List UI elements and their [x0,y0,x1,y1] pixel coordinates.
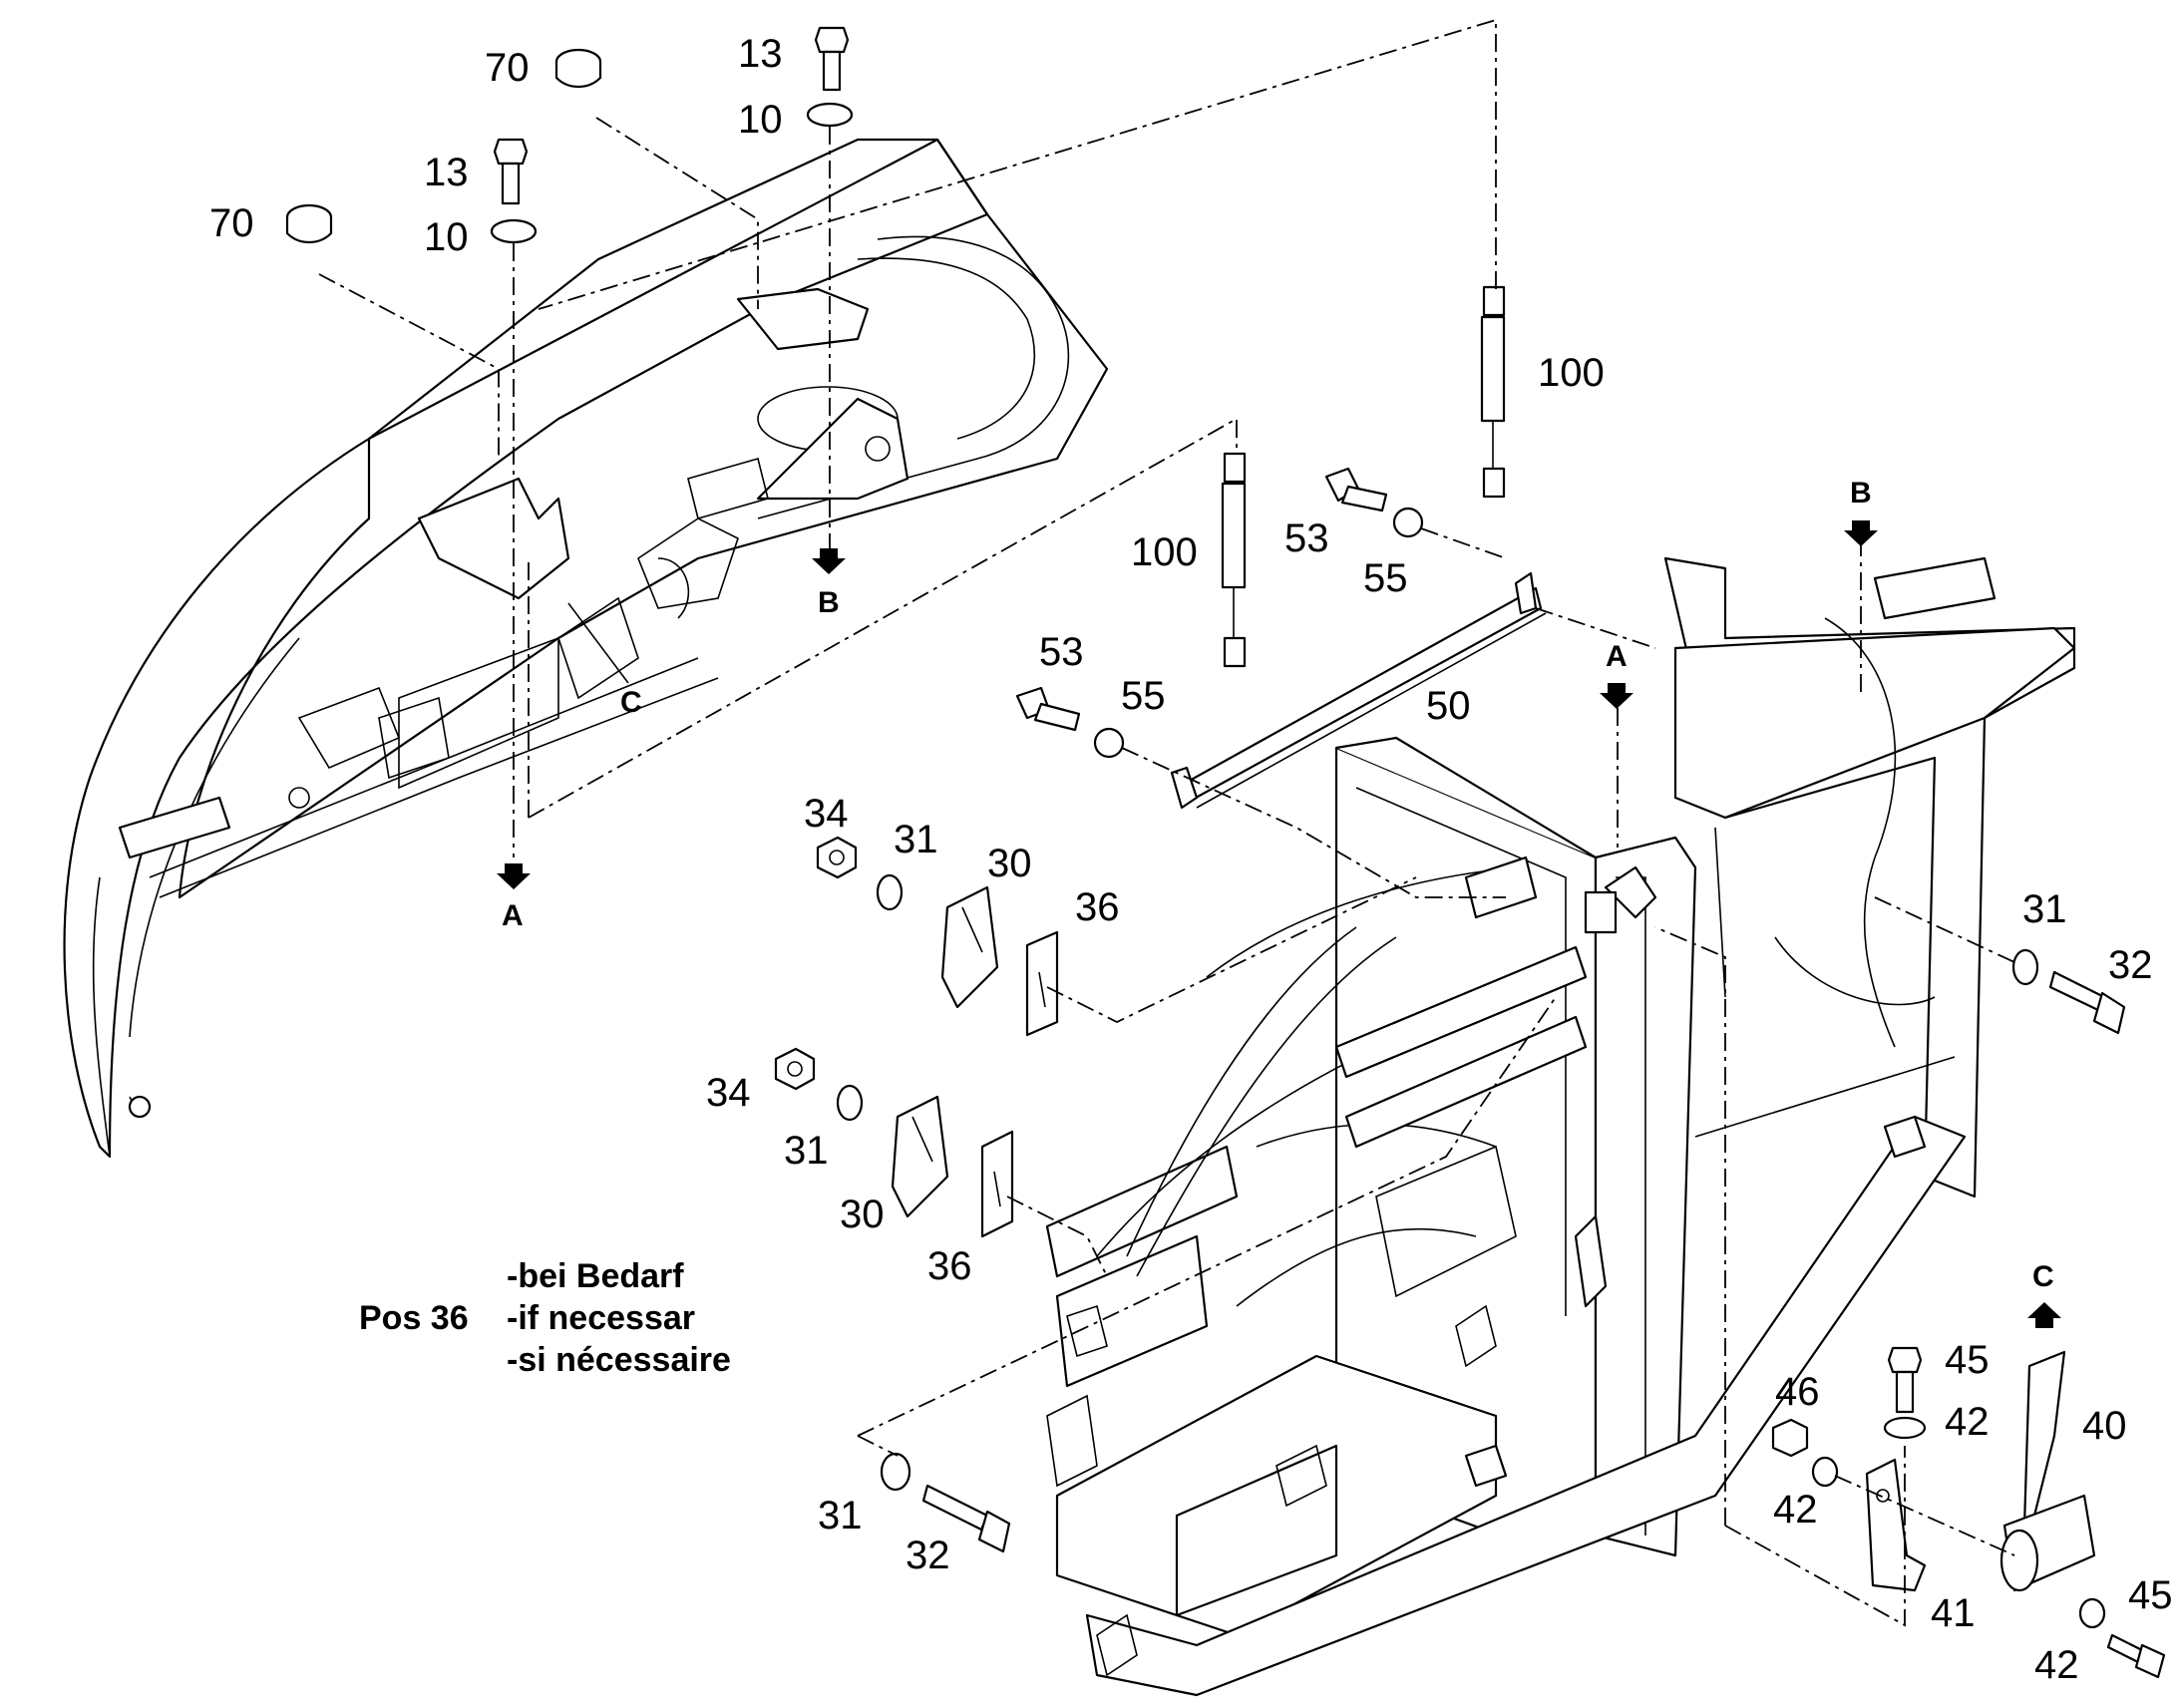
callout-41: 41 [1931,1591,1976,1635]
gas-spring-100-right [1480,285,1506,499]
block-30-lower [891,1095,949,1218]
callout-10-top: 10 [738,98,783,142]
hood-assembly [63,138,1109,1159]
bolt-45-lower [2106,1633,2166,1679]
callout-30-lower: 30 [840,1193,885,1236]
note-line-fr: -si nécessaire [507,1341,731,1379]
washer-42-mid [1811,1456,1839,1488]
callout-31-upper: 31 [894,818,938,861]
washer-31-upper [876,873,904,911]
ref-b-left: B [818,586,840,619]
note-pos-label: Pos 36 [359,1299,469,1337]
callout-31-lower: 31 [784,1129,829,1173]
reference-arrows [497,520,2061,1328]
note-line-en: -if necessar [507,1299,695,1337]
callout-100-right: 100 [1538,351,1605,395]
bracket-41 [1865,1458,1927,1592]
callout-50: 50 [1426,684,1471,728]
assembly-lines [318,18,2015,1627]
bumper-70-left [285,203,333,244]
callout-40: 40 [2082,1404,2127,1448]
callout-45-lower: 45 [2128,1573,2173,1617]
callout-10-mid: 10 [424,215,469,259]
washer-10-mid [490,218,538,244]
callout-53-right: 53 [1284,516,1329,560]
nut-34-lower [774,1047,816,1091]
callout-13-mid: 13 [424,151,469,194]
bolt-53-right [1324,467,1388,512]
callout-32-bottom: 32 [906,1534,950,1577]
ref-b-frame: B [1850,477,1872,510]
ref-c-left: C [620,686,642,719]
nut-34-upper [816,836,858,879]
ref-a-frame: A [1606,640,1628,673]
nut-46 [1771,1418,1809,1458]
block-30-upper [940,885,999,1009]
callout-55-right: 55 [1363,556,1408,600]
callout-32-right: 32 [2108,943,2153,987]
washer-55-right [1392,507,1424,538]
ref-a-left: A [502,899,524,932]
plate-36-lower [980,1130,1014,1238]
washer-31-lower [836,1084,864,1122]
bolt-45-upper [1887,1346,1923,1414]
washer-42-upper [1883,1416,1927,1440]
callout-36-upper: 36 [1075,885,1120,929]
pos36-note: Pos 36 -bei Bedarf -if necessar -si néce… [359,1254,778,1384]
callout-36-lower: 36 [927,1244,972,1288]
callout-70-top: 70 [485,46,530,90]
screw-32-bottom [921,1484,1011,1553]
callout-45-upper: 45 [1945,1338,1990,1382]
washer-55-left [1093,727,1125,759]
bolt-13-top [814,26,850,92]
callout-53-left: 53 [1039,630,1084,674]
callout-13-top: 13 [738,32,783,76]
strut-50 [1170,571,1547,810]
callout-42-lower: 42 [2034,1643,2079,1687]
washer-10-top [806,102,854,128]
bolt-13-mid [493,138,529,205]
callout-42-upper: 42 [1945,1400,1990,1444]
callout-34-lower: 34 [706,1071,751,1115]
bolt-53-left [1015,686,1081,732]
gas-spring-100-left [1221,452,1247,668]
callout-31-right: 31 [2022,887,2067,931]
callout-42-mid: 42 [1773,1488,1818,1532]
washer-31-bottom [880,1452,911,1492]
callout-100-left: 100 [1131,530,1198,574]
ref-c-bottom: C [2032,1260,2054,1293]
lever-40 [1999,1350,2096,1592]
callout-55-left: 55 [1121,674,1166,718]
bumper-70-top [554,48,602,89]
callout-46: 46 [1775,1370,1820,1414]
callout-34-upper: 34 [804,792,849,836]
plate-36-upper [1025,930,1059,1037]
washer-31-right [2011,948,2039,986]
callout-70-left: 70 [209,201,254,245]
note-line-de: -bei Bedarf [507,1257,684,1295]
washer-42-lower [2078,1597,2106,1629]
main-frame [1045,556,2076,1697]
callout-31-bottom: 31 [818,1494,863,1537]
callout-30-upper: 30 [987,842,1032,885]
screw-32-right [2048,970,2126,1035]
